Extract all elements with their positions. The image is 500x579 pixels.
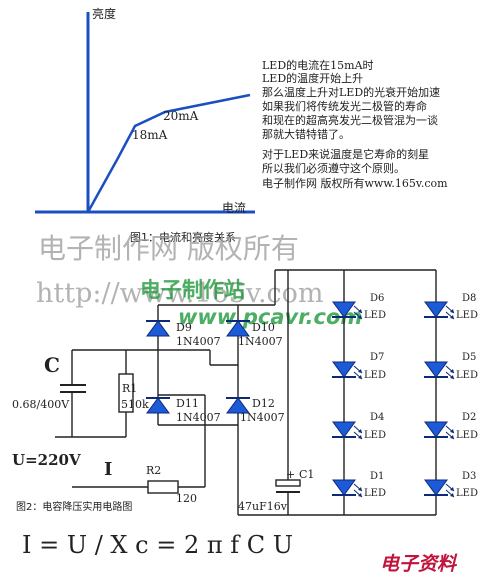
d11-part: 1N4007 — [176, 411, 221, 424]
note-line: 电子制作网 版权所有www.165v.com — [262, 176, 448, 190]
led-d3-name: D3 — [462, 471, 476, 482]
voltage-label: U=220V — [12, 451, 81, 469]
d11-label: D11 — [176, 397, 199, 410]
c1-polarity: + — [286, 468, 295, 481]
led-d4-type: LED — [364, 430, 386, 441]
led-d8 — [423, 301, 455, 320]
led-d8-name: D8 — [462, 293, 476, 304]
capacitor-c1-plate — [275, 479, 301, 487]
note-line: LED的温度开始上升 — [262, 71, 363, 85]
note-line: 所以我们必须遵守这个原则。 — [262, 161, 405, 175]
led-d5-name: D5 — [462, 352, 476, 363]
circuit-caption: 图2：电容降压实用电路图 — [16, 500, 132, 513]
r1-value: 510k — [121, 398, 149, 411]
d9-label: D9 — [176, 321, 192, 334]
y-axis-label: 亮度 — [92, 6, 116, 21]
formula: I = U / X c = 2 π f C U — [22, 531, 293, 559]
led-d4-name: D4 — [370, 412, 384, 423]
point-label-20ma: 20mA — [163, 109, 199, 123]
watermark-green-top: 电子制作站 — [140, 278, 245, 302]
c1-name: C1 — [299, 468, 314, 481]
diode-d11 — [145, 397, 171, 414]
note-line: 那就大错特错了。 — [262, 127, 350, 141]
led-d2-name: D2 — [462, 412, 476, 423]
led-d5-type: LED — [456, 370, 478, 381]
capacitor-letter: C — [44, 353, 60, 377]
d9-part: 1N4007 — [176, 335, 221, 348]
note-line: 那么温度上升对LED的光衰开始加速 — [262, 85, 440, 99]
d10-label: D10 — [252, 321, 275, 334]
r2-name: R2 — [146, 464, 161, 477]
d12-part: 1N4007 — [240, 411, 285, 424]
watermark-line1: 电子制作网 版权所有 — [38, 232, 299, 265]
x-axis-label: 电流 — [222, 201, 246, 215]
led-d2 — [423, 421, 455, 440]
diode-d9 — [145, 320, 171, 337]
brightness-curve — [86, 93, 251, 213]
capacitor-value: 0.68/400V — [12, 398, 70, 411]
led-d5 — [423, 361, 455, 380]
led-d1-name: D1 — [370, 471, 384, 482]
current-label: I — [104, 459, 112, 480]
led-d3 — [423, 479, 455, 498]
led-d3-type: LED — [456, 488, 478, 499]
d10-part: 1N4007 — [238, 335, 283, 348]
note-line: LED的电流在15mA时 — [262, 58, 374, 72]
r1-name: R1 — [122, 382, 137, 395]
brightness-graph: 亮度 电流 18mA 20mA 图1：电流和亮度关系 LED的电流在15mA时 … — [35, 6, 448, 244]
c1-value: 47uF16v — [238, 500, 288, 513]
led-d7 — [331, 361, 363, 380]
led-d6-type: LED — [364, 310, 386, 321]
d12-label: D12 — [252, 397, 275, 410]
led-d1-type: LED — [364, 488, 386, 499]
point-label-18ma: 18mA — [132, 128, 168, 142]
led-d8-type: LED — [456, 310, 478, 321]
led-d6-name: D6 — [370, 293, 384, 304]
graph-notes: LED的电流在15mA时 LED的温度开始上升 那么温度上升对LED的光衰开始加… — [262, 58, 448, 190]
note-line: 对于LED来说温度是它寿命的刻星 — [262, 147, 429, 161]
led-d7-type: LED — [364, 370, 386, 381]
led-d1 — [331, 479, 363, 498]
resistor-r2 — [147, 480, 179, 494]
watermark-green-bottom: www.pcavr.com — [178, 305, 362, 329]
led-d7-name: D7 — [370, 352, 384, 363]
r2-value: 120 — [176, 492, 197, 505]
led-d2-type: LED — [456, 430, 478, 441]
note-line: 和现在的超高亮发光二极管混为一谈 — [262, 113, 438, 127]
graph-caption: 图1：电流和亮度关系 — [130, 230, 236, 244]
note-line: 如果我们将传统发光二极管的寿命 — [262, 99, 427, 113]
led-d4 — [331, 421, 363, 440]
watermark-corner: 电子资料 — [380, 553, 458, 575]
